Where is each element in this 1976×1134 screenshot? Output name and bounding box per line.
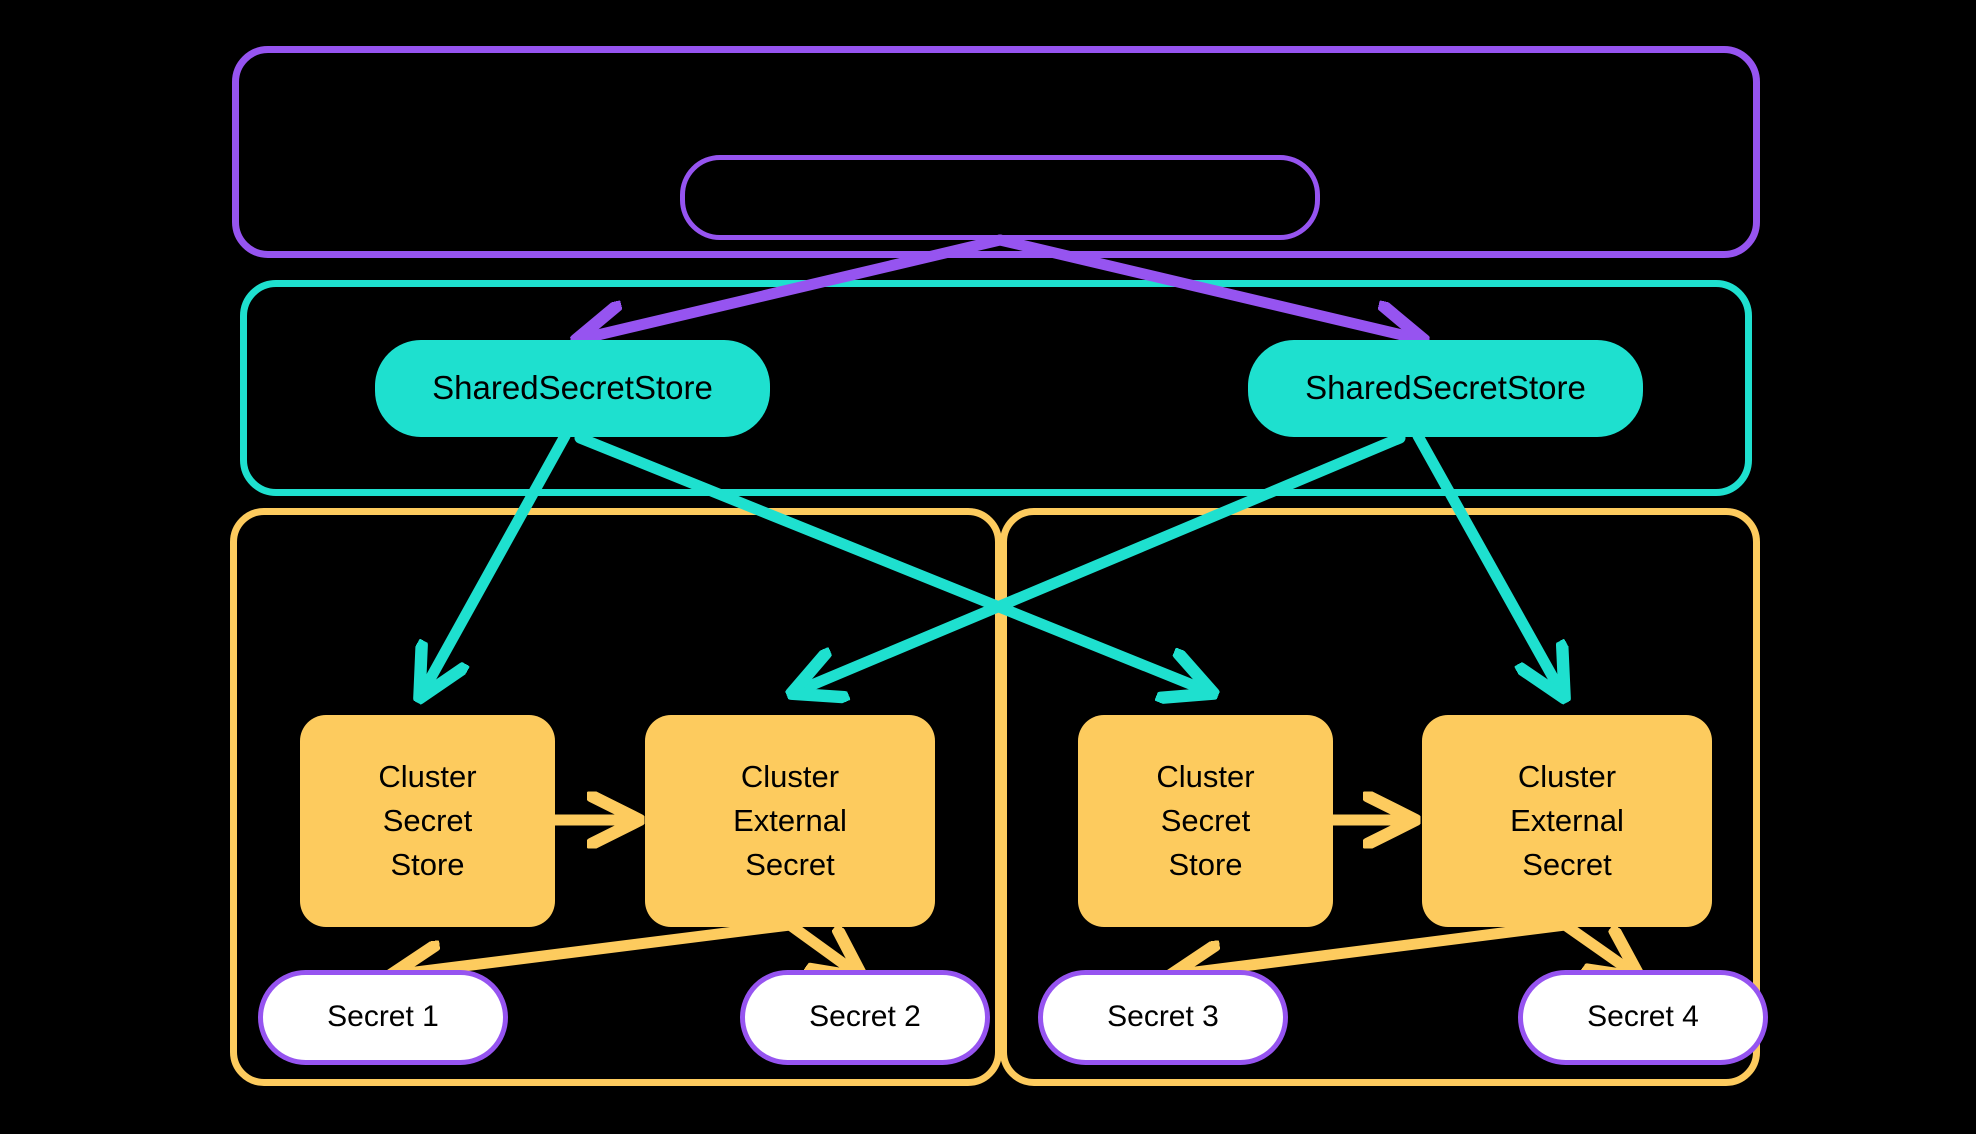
node-cluster-external-secret-right[interactable]: Cluster External Secret	[1422, 715, 1712, 927]
node-shared-secret-store-right[interactable]: SharedSecretStore	[1248, 340, 1643, 437]
node-shared-secret-store-left[interactable]: SharedSecretStore	[375, 340, 770, 437]
node-cluster-secret-store-left-label: Cluster Secret Store	[378, 758, 477, 882]
node-secret-1-label: Secret 1	[327, 1000, 439, 1034]
node-cluster-secret-store-right[interactable]: Cluster Secret Store	[1078, 715, 1333, 927]
node-secret-3-label: Secret 3	[1107, 1000, 1219, 1034]
node-cluster-secret-store-right-label: Cluster Secret Store	[1156, 758, 1255, 882]
node-secret-2[interactable]: Secret 2	[740, 970, 990, 1065]
node-secret-3[interactable]: Secret 3	[1038, 970, 1288, 1065]
node-cluster-external-secret-left-label: Cluster External Secret	[733, 758, 847, 882]
node-secret-1[interactable]: Secret 1	[258, 970, 508, 1065]
node-top-pill[interactable]	[680, 155, 1320, 240]
node-shared-secret-store-left-label: SharedSecretStore	[432, 369, 713, 407]
node-secret-4-label: Secret 4	[1587, 1000, 1699, 1034]
node-secret-4[interactable]: Secret 4	[1518, 970, 1768, 1065]
node-cluster-external-secret-left[interactable]: Cluster External Secret	[645, 715, 935, 927]
node-cluster-external-secret-right-label: Cluster External Secret	[1510, 758, 1624, 882]
node-shared-secret-store-right-label: SharedSecretStore	[1305, 369, 1586, 407]
node-secret-2-label: Secret 2	[809, 1000, 921, 1034]
node-cluster-secret-store-left[interactable]: Cluster Secret Store	[300, 715, 555, 927]
